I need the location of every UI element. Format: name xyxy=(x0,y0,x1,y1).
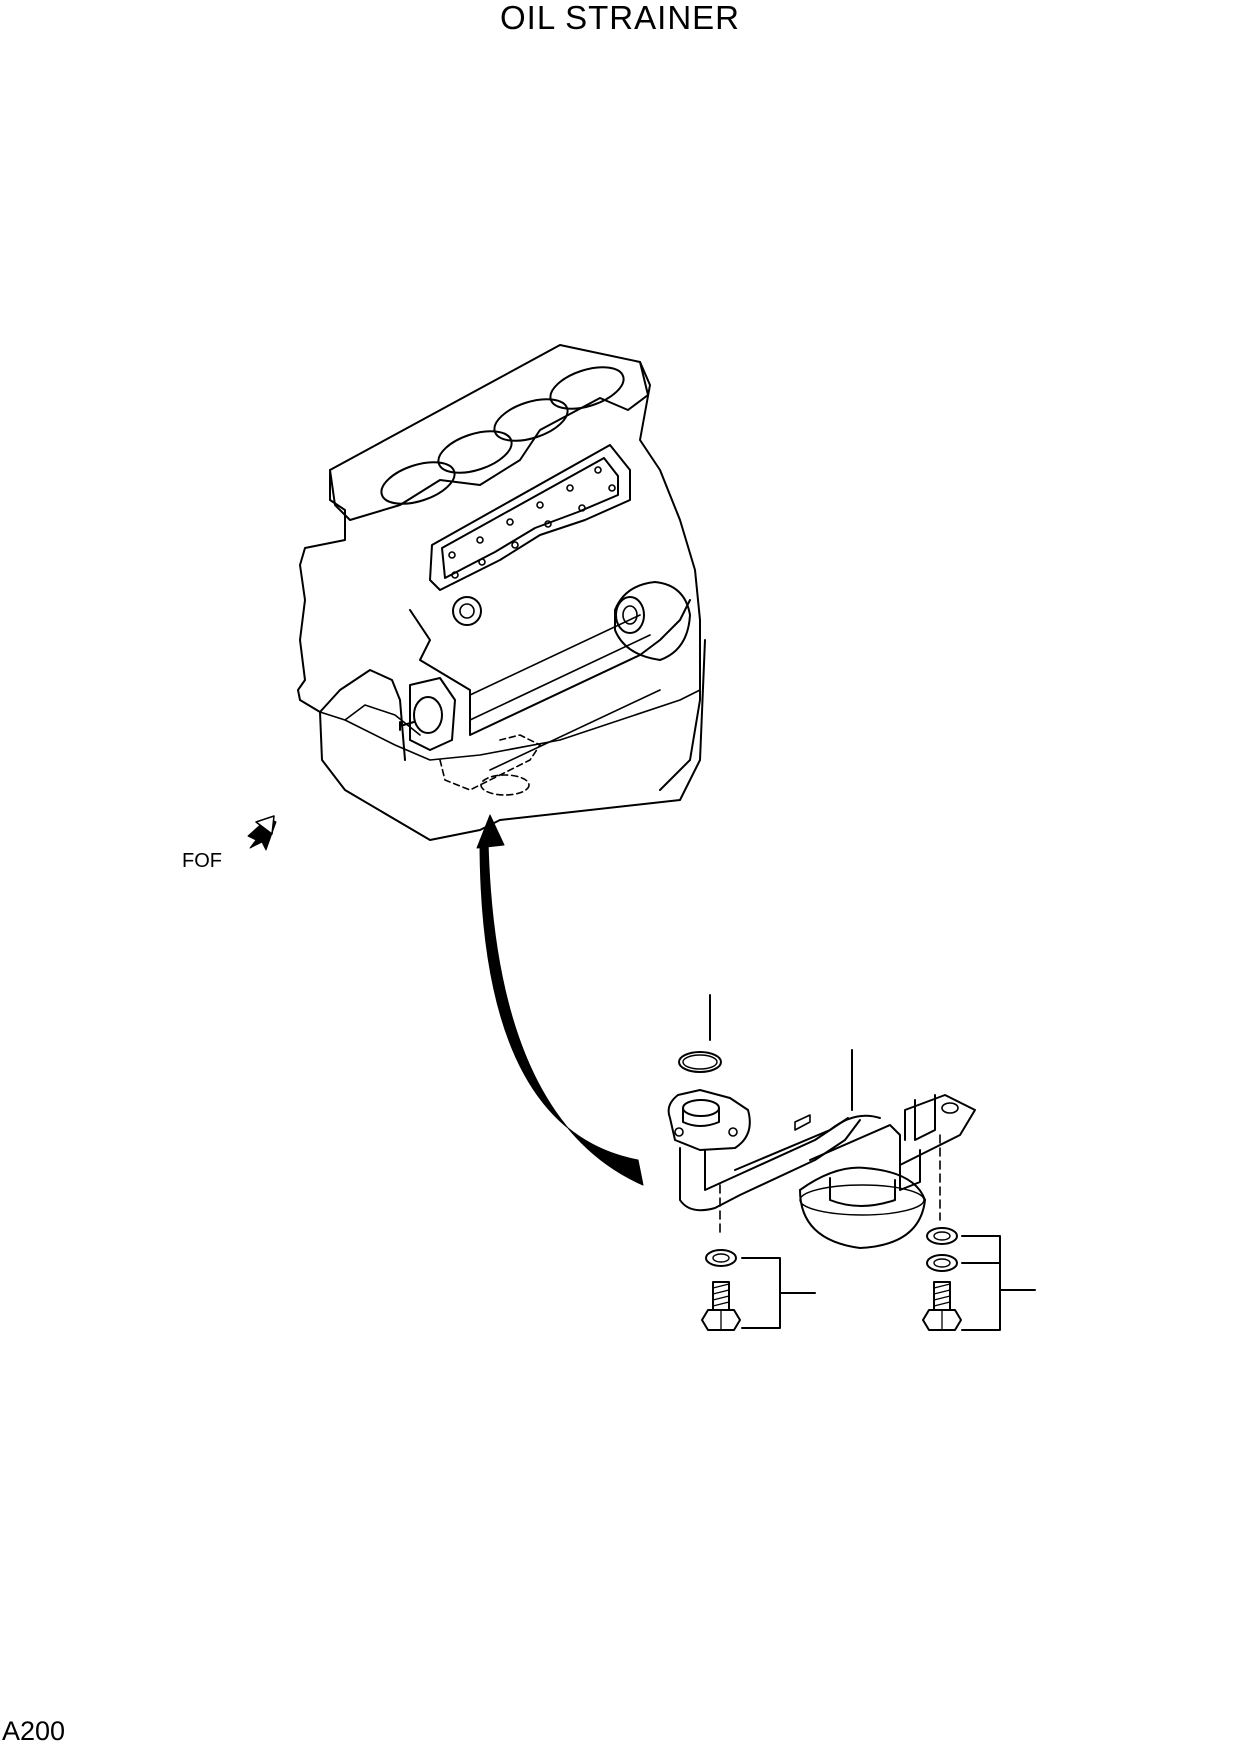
strainer-suction-tube xyxy=(680,1120,860,1210)
side-accessory-housing xyxy=(410,678,455,750)
water-pump-boss xyxy=(615,582,690,660)
front-direction-label: FOF xyxy=(182,850,222,872)
tappet-cover-bolts xyxy=(449,467,615,578)
strainer-mounting-flange xyxy=(669,1090,750,1150)
engine-rib-line-3 xyxy=(490,690,660,770)
cylinder-bore-4 xyxy=(545,359,628,417)
engine-right-side xyxy=(640,362,700,790)
engine-block xyxy=(298,345,705,840)
right-bolt-set xyxy=(923,1135,1035,1330)
page-code: A200 xyxy=(2,1716,66,1746)
oil-strainer-assembly xyxy=(669,995,1035,1330)
left-lock-washer xyxy=(706,1250,736,1266)
hidden-strainer-outline xyxy=(440,735,540,790)
engine-rib-line-1 xyxy=(470,615,640,695)
right-flat-washer xyxy=(927,1228,957,1244)
engine-mid-body xyxy=(410,600,690,735)
strainer-screen-bowl xyxy=(800,1190,925,1248)
left-bolt-set xyxy=(702,1185,815,1330)
left-callout-bracket xyxy=(742,1258,780,1328)
o-ring xyxy=(679,1052,721,1072)
oil-pan xyxy=(320,640,705,840)
oil-pan-flange xyxy=(320,690,700,760)
engine-rib-line-2 xyxy=(470,635,650,720)
engine-front-face xyxy=(298,470,405,760)
strainer-bracket xyxy=(810,1095,975,1165)
block-side-port xyxy=(453,597,481,625)
right-callout-bracket xyxy=(962,1236,1000,1330)
tappet-cover-plate xyxy=(430,445,630,590)
front-direction-arrow-icon xyxy=(248,816,276,850)
cylinder-bore-2 xyxy=(433,423,516,481)
assembly-location-arrow xyxy=(477,815,643,1185)
right-lock-washer xyxy=(927,1255,957,1271)
page-title: OIL STRAINER xyxy=(500,0,740,36)
engine-top-deck xyxy=(330,345,648,520)
cylinder-bore-1 xyxy=(376,454,459,512)
engine-base-rail xyxy=(345,705,420,735)
